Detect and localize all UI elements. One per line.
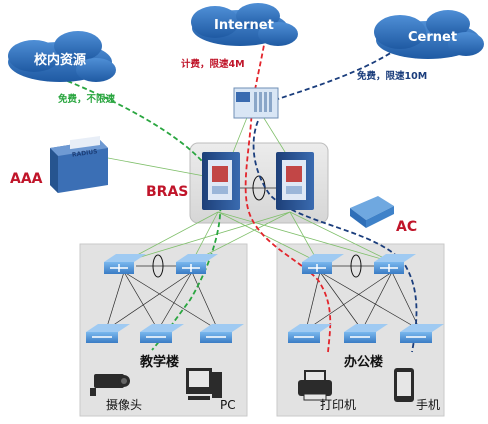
aaa-label: AAA — [10, 171, 43, 187]
switch-mesh — [105, 187, 421, 331]
campus-cloud-label: 校内资源 — [34, 53, 87, 68]
office-building-label: 办公楼 — [344, 355, 384, 370]
office-core-switch-right — [374, 254, 416, 274]
teaching-access-switch-2 — [140, 324, 184, 343]
teaching-building-label: 教学楼 — [140, 355, 180, 370]
bras-chassis-left — [202, 152, 240, 210]
pc-label: PC — [220, 398, 236, 412]
office-core-switch-left — [302, 254, 344, 274]
cernet-cloud-label: Cernet — [408, 30, 458, 45]
campus-cloud — [8, 31, 116, 82]
ac-device — [350, 196, 394, 228]
internet-policy-label: 计费，限速4M — [181, 59, 245, 70]
campus-flow-line — [59, 77, 222, 351]
pc-icon — [186, 368, 222, 400]
ac-label: AC — [396, 219, 418, 235]
office-access-switch-2 — [344, 324, 388, 343]
teaching-access-switch-1 — [86, 324, 130, 343]
office-access-switch-3 — [400, 324, 444, 343]
lag-ovals — [152, 175, 362, 278]
phone-label: 手机 — [416, 398, 441, 412]
teaching-core-switch-left — [104, 254, 146, 274]
phone-icon — [394, 368, 414, 402]
camera-icon — [90, 374, 130, 396]
printer-icon — [298, 370, 332, 401]
bras-downlinks — [107, 114, 393, 263]
internet-cloud-label: Internet — [214, 18, 274, 33]
cernet-cloud — [374, 10, 484, 59]
firewall-device — [233, 87, 279, 119]
camera-label: 摄像头 — [106, 398, 143, 412]
cernet-policy-label: 免费，限速10M — [357, 71, 428, 82]
bras-label: BRAS — [146, 184, 189, 200]
internet-cloud — [191, 3, 298, 46]
bras-chassis-right — [276, 152, 314, 210]
printer-label: 打印机 — [320, 398, 357, 412]
teaching-core-switch-right — [176, 254, 218, 274]
aaa-server — [50, 135, 108, 193]
office-access-switch-1 — [288, 324, 332, 343]
teaching-access-switch-3 — [200, 324, 244, 343]
campus-policy-label: 免费，不限速 — [58, 94, 116, 105]
